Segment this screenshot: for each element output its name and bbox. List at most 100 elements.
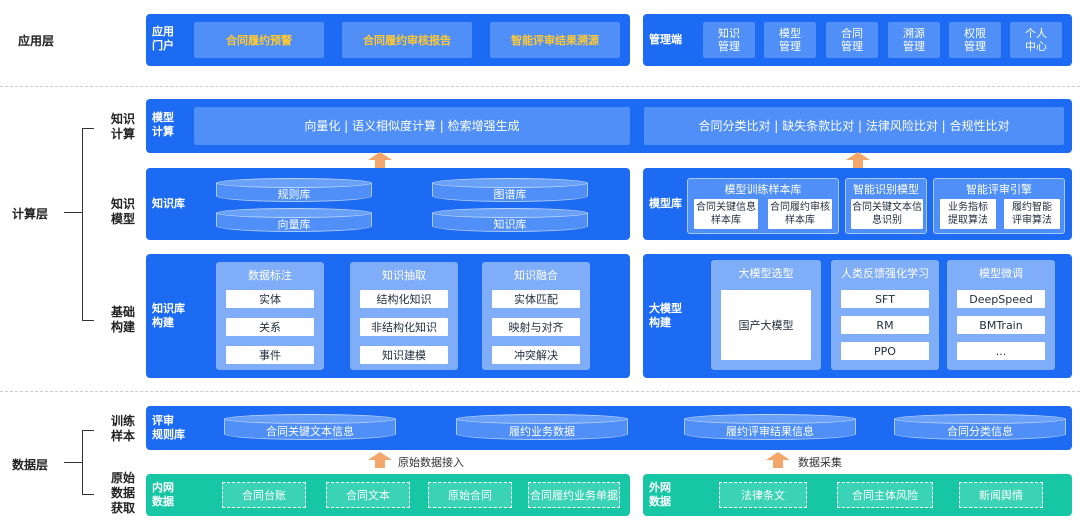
ft-bmtrain[interactable]: BMTrain: [957, 316, 1045, 334]
model-compute-panel: 模型 计算 向量化 | 语义相似度计算 | 检索增强生成 合同分类比对 | 缺失…: [146, 99, 1072, 153]
kb-title: 知识库: [152, 197, 185, 210]
up-arrow-icon: [368, 452, 392, 468]
llm-build-title: 大模型 构建: [649, 302, 682, 329]
up-arrow-icon: [368, 152, 392, 168]
cylinder-classification[interactable]: 合同分类信息: [894, 414, 1066, 440]
compute-left-box[interactable]: 向量化 | 语义相似度计算 | 检索增强生成: [194, 107, 630, 145]
divider-app-compute: [0, 86, 1080, 87]
group-finetune: 模型微调 DeepSpeed BMTrain ...: [947, 260, 1055, 370]
extract-unstructured[interactable]: 非结构化知识: [360, 318, 448, 336]
sublayer-training-samples: 训练 样本: [110, 414, 135, 443]
sublayer-base-build: 基础 构建: [110, 305, 135, 334]
cylinder-label: 履约业务数据: [509, 424, 575, 438]
group-recognition-model: 智能识别模型 合同关键文本信 息识别: [845, 178, 927, 234]
admin-item-contract[interactable]: 合同 管理: [826, 22, 878, 58]
bracket-tick: [64, 462, 82, 463]
admin-item-permission[interactable]: 权限 管理: [949, 22, 1001, 58]
kb-build-title: 知识库 构建: [152, 302, 185, 329]
ft-more[interactable]: ...: [957, 342, 1045, 360]
group-llm-selection: 大模型选型 国产大模型: [711, 260, 821, 370]
cylinder-graph-db[interactable]: 图谱库: [432, 178, 588, 202]
llm-domestic[interactable]: 国产大模型: [721, 290, 811, 360]
rlhf-ppo[interactable]: PPO: [841, 342, 929, 360]
extranet-subject-risk[interactable]: 合同主体风险: [837, 482, 933, 508]
bracket-tick: [64, 212, 82, 213]
group-title: 数据标注: [248, 269, 292, 282]
admin-item-trace[interactable]: 溯源 管理: [888, 22, 940, 58]
cylinder-review-result[interactable]: 履约评审结果信息: [684, 414, 856, 440]
cylinder-key-text[interactable]: 合同关键文本信息: [224, 414, 396, 440]
app-portal-title: 应用 门户: [152, 25, 174, 52]
intranet-original-contract[interactable]: 原始合同: [428, 482, 512, 508]
fusion-mapping[interactable]: 映射与对齐: [492, 318, 580, 336]
fusion-conflict[interactable]: 冲突解决: [492, 346, 580, 364]
cylinder-biz-data[interactable]: 履约业务数据: [456, 414, 628, 440]
app-portal-panel: 应用 门户 合同履约预警 合同履约审核报告 智能评审结果溯源: [146, 14, 630, 66]
cylinder-knowledge-db[interactable]: 知识库: [432, 208, 588, 232]
group-rlhf: 人类反馈强化学习 SFT RM PPO: [831, 260, 939, 370]
bracket-tick: [82, 128, 94, 129]
group-title: 知识抽取: [382, 269, 426, 282]
cylinder-vector-db[interactable]: 向量库: [216, 208, 372, 232]
extract-modeling[interactable]: 知识建模: [360, 346, 448, 364]
portal-item-warning[interactable]: 合同履约预警: [194, 22, 324, 58]
admin-item-profile[interactable]: 个人 中心: [1010, 22, 1062, 58]
ft-deepspeed[interactable]: DeepSpeed: [957, 290, 1045, 308]
admin-item-model[interactable]: 模型 管理: [764, 22, 816, 58]
extranet-news[interactable]: 新闻舆情: [959, 482, 1043, 508]
cylinder-label: 合同关键文本信息: [266, 424, 354, 438]
layer-label-compute: 计算层: [12, 207, 49, 221]
label-collect: 数据采集: [798, 456, 842, 469]
sample-lib-review[interactable]: 合同履约审核 样本库: [768, 199, 832, 229]
group-title: 模型微调: [979, 267, 1023, 280]
model-key-text-recog[interactable]: 合同关键文本信 息识别: [851, 199, 923, 229]
divider-compute-data: [0, 391, 1080, 392]
label-raw-ingest: 原始数据接入: [398, 456, 464, 469]
fusion-entity-match[interactable]: 实体匹配: [492, 290, 580, 308]
kb-panel: 知识库 规则库 图谱库 向量库 知识库: [146, 168, 630, 240]
intranet-ledger[interactable]: 合同台账: [222, 482, 306, 508]
algo-review[interactable]: 履约智能 评审算法: [1004, 199, 1060, 229]
layer-label-data: 数据层: [12, 458, 49, 472]
intranet-biz-docs[interactable]: 合同履约业务单据: [528, 482, 620, 508]
model-lib-panel: 模型库 模型训练样本库 合同关键信息 样本库 合同履约审核 样本库 智能识别模型…: [643, 168, 1072, 240]
portal-item-trace[interactable]: 智能评审结果溯源: [490, 22, 620, 58]
bracket-tick: [82, 430, 94, 431]
bracket-tick: [82, 494, 94, 495]
cylinder-label: 图谱库: [493, 187, 527, 201]
intranet-contract-text[interactable]: 合同文本: [326, 482, 410, 508]
review-rules-title: 评审 规则库: [152, 414, 185, 441]
extranet-panel: 外网 数据 法律条文 合同主体风险 新闻舆情: [643, 474, 1072, 516]
sublayer-knowledge-model: 知识 模型: [110, 197, 135, 226]
bracket-tick: [82, 320, 94, 321]
admin-item-knowledge[interactable]: 知识 管理: [703, 22, 755, 58]
up-arrow-icon: [846, 152, 870, 168]
extract-structured[interactable]: 结构化知识: [360, 290, 448, 308]
portal-item-report[interactable]: 合同履约审核报告: [342, 22, 472, 58]
admin-panel: 管理端 知识 管理 模型 管理 合同 管理 溯源 管理 权限 管理 个人 中心: [643, 14, 1072, 66]
sample-lib-key-info[interactable]: 合同关键信息 样本库: [694, 199, 758, 229]
sublayer-knowledge-compute: 知识 计算: [110, 112, 135, 141]
annot-relation[interactable]: 关系: [226, 318, 314, 336]
rlhf-sft[interactable]: SFT: [841, 290, 929, 308]
rlhf-rm[interactable]: RM: [841, 316, 929, 334]
group-annotation: 数据标注 实体 关系 事件: [216, 262, 324, 370]
extranet-title: 外网 数据: [649, 481, 671, 508]
kb-build-panel: 知识库 构建 数据标注 实体 关系 事件 知识抽取 结构化知识 非结构化知识 知…: [146, 254, 630, 378]
group-title: 模型训练样本库: [724, 183, 802, 196]
group-title: 智能识别模型: [853, 183, 919, 196]
group-title: 知识融合: [514, 269, 558, 282]
llm-build-panel: 大模型 构建 大模型选型 国产大模型 人类反馈强化学习 SFT RM PPO 模…: [643, 254, 1072, 378]
cylinder-rule-db[interactable]: 规则库: [216, 178, 372, 202]
review-rules-panel: 评审 规则库 合同关键文本信息 履约业务数据 履约评审结果信息 合同分类信息: [146, 406, 1072, 450]
group-title: 人类反馈强化学习: [841, 267, 929, 280]
annot-event[interactable]: 事件: [226, 346, 314, 364]
bracket-compute: [82, 128, 83, 320]
cylinder-label: 规则库: [277, 187, 311, 201]
extranet-law[interactable]: 法律条文: [719, 482, 807, 508]
intranet-title: 内网 数据: [152, 481, 174, 508]
algo-indicator-extract[interactable]: 业务指标 提取算法: [940, 199, 996, 229]
cylinder-label: 知识库: [493, 217, 527, 231]
compute-right-box[interactable]: 合同分类比对 | 缺失条款比对 | 法律风险比对 | 合规性比对: [644, 107, 1064, 145]
annot-entity[interactable]: 实体: [226, 290, 314, 308]
